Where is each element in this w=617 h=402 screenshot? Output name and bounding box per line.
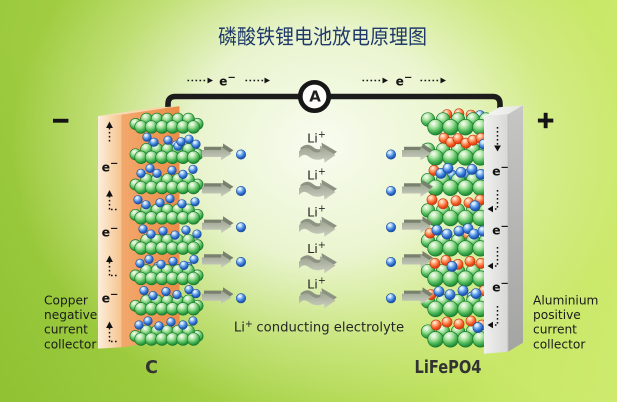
cathode-lithium-spheres [431, 138, 490, 333]
electron-label-anode: e− [102, 224, 119, 240]
cathode-iron-phosphate-spheres [424, 132, 490, 331]
anode-electron-arrows [106, 121, 118, 343]
li-ion-label: Li+ [307, 276, 326, 293]
li-ion-label: Li+ [307, 204, 326, 221]
graphite-layer-spheres [129, 112, 204, 346]
page-title: 磷酸铁锂电池放电原理图 [218, 26, 426, 46]
free-lithium-ions-right [385, 149, 396, 304]
free-lithium-ions-left [236, 149, 247, 304]
negative-terminal-sign [53, 118, 69, 123]
intercalated-lithium-spheres [133, 132, 202, 331]
electron-label-anode: e− [102, 159, 119, 175]
aluminium-collector-slab [484, 105, 523, 354]
electron-label-wire: e− [396, 73, 413, 89]
li-ion-label: Li+ [307, 130, 326, 147]
wire-electron-arrows [187, 77, 446, 84]
li-ion-labels: Li+ Li+ Li+ Li+ Li+ [307, 130, 326, 293]
electron-label-wire: e− [219, 73, 236, 89]
li-ion-flow-arrows [299, 142, 337, 309]
anode-label: C [145, 358, 158, 378]
li-ion-label: Li+ [307, 240, 326, 257]
li-ion-label: Li+ [307, 167, 326, 184]
electron-label-cathode: e− [492, 279, 509, 295]
cathode-electron-arrows [487, 127, 501, 329]
ammeter-label: A [309, 88, 321, 106]
electron-label-cathode: e− [492, 163, 509, 179]
electron-label-cathode: e− [492, 222, 509, 238]
positive-terminal-sign [537, 112, 554, 129]
anode-exit-arrows [202, 143, 234, 305]
copper-collector-slab [98, 106, 180, 349]
electron-label-anode: e− [102, 290, 119, 306]
ammeter: A [297, 79, 332, 114]
electrolyte-label: Li+conducting electrolyte [234, 319, 404, 336]
cathode-label: LiFePO4 [415, 358, 482, 378]
cathode-entry-arrows [402, 143, 433, 305]
circuit-wire [165, 93, 503, 114]
